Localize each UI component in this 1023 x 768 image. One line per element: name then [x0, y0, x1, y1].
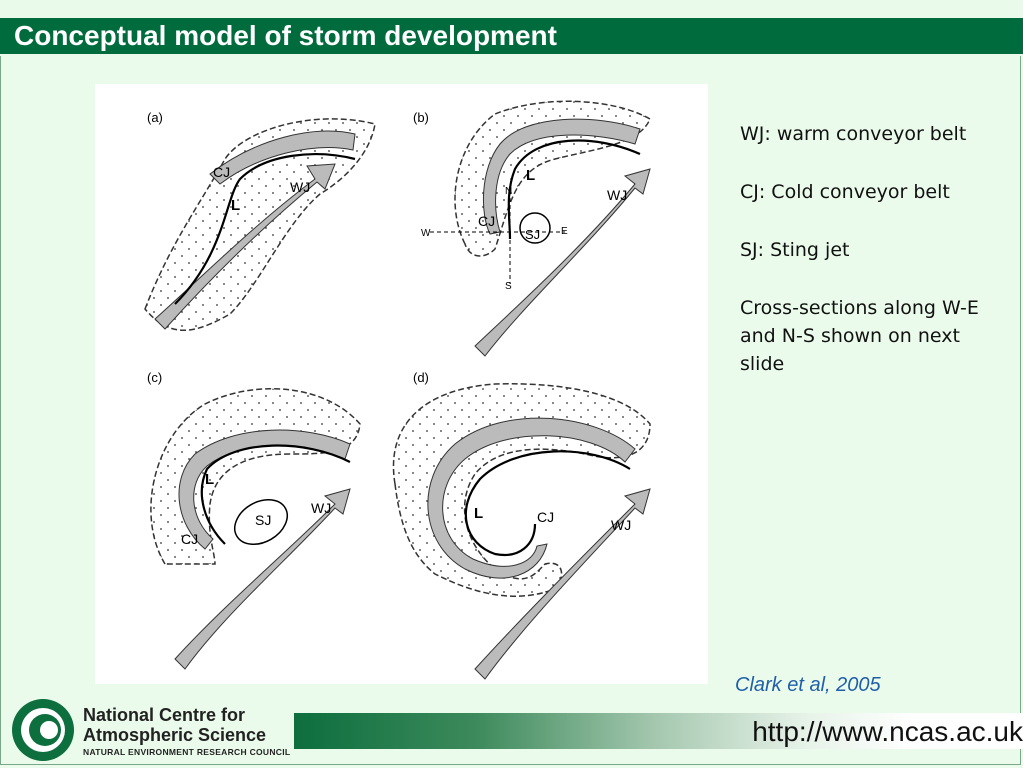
panel-label: (a) — [147, 110, 163, 125]
compass-e: E — [561, 226, 568, 237]
legend-sj: SJ: Sting jet — [740, 239, 850, 261]
front-line — [174, 153, 356, 305]
org-name-line1: National Centre for — [83, 705, 246, 725]
cj-label: CJ — [181, 531, 198, 547]
cj-label: CJ — [478, 213, 495, 229]
front-line — [507, 139, 641, 240]
sting-jet-ellipse — [234, 498, 288, 546]
panel-b: (b) CJ WJ SJ L N S W E — [413, 100, 651, 357]
compass-w: W — [421, 228, 431, 239]
panel-a: (a) CJ WJ L — [144, 110, 376, 331]
legend-note: Cross-sections along W-E and N-S shown o… — [740, 297, 979, 375]
ncas-emblem-icon — [12, 699, 74, 761]
legend: WJ: warm conveyor belt CJ: Cold conveyor… — [740, 120, 1000, 408]
cj-label: CJ — [213, 164, 230, 180]
org-name-line2: Atmospheric Science — [83, 725, 267, 745]
front-line — [464, 450, 631, 557]
citation: Clark et al, 2005 — [735, 674, 881, 696]
footer-url[interactable]: http://www.ncas.ac.uk — [752, 716, 1023, 747]
sting-jet-circle — [519, 212, 551, 244]
legend-cj: CJ: Cold conveyor belt — [740, 181, 950, 203]
cold-jet-arrow — [209, 130, 356, 185]
ncas-logo: National Centre for Atmospheric Science … — [10, 697, 290, 763]
wj-label: WJ — [607, 187, 627, 203]
cold-jet-arrow — [427, 417, 636, 579]
warm-jet-arrow — [174, 488, 351, 670]
footer-gradient-bar — [294, 713, 1023, 749]
cj-label: CJ — [537, 509, 554, 525]
org-name-line3: NATURAL ENVIRONMENT RESEARCH COUNCIL — [83, 747, 291, 757]
storm-model-figure: (a) CJ WJ L (b) CJ WJ SJ L N S W E — [95, 84, 708, 684]
title-band — [0, 18, 1023, 54]
slide-title: Conceptual model of storm development — [14, 20, 557, 51]
sj-label: SJ — [525, 227, 540, 242]
wj-label: WJ — [311, 500, 331, 516]
title-bar: Conceptual model of storm development — [0, 0, 1023, 56]
low-label: L — [526, 167, 535, 184]
low-label: L — [231, 197, 240, 214]
panel-label: (c) — [147, 370, 162, 385]
slide-frame — [0, 56, 1021, 765]
warm-jet-arrow — [154, 163, 336, 330]
legend-wj: WJ: warm conveyor belt — [740, 123, 967, 145]
panel-label: (b) — [413, 110, 429, 125]
storm-model-diagram: (a) CJ WJ L (b) CJ WJ SJ L N S W E — [144, 100, 651, 680]
wj-label: WJ — [611, 517, 631, 533]
panel-label: (d) — [413, 370, 429, 385]
panel-c: (c) CJ WJ SJ L — [147, 370, 361, 670]
compass-s: S — [505, 281, 512, 292]
low-label: L — [474, 505, 483, 522]
panel-d: (d) CJ WJ L — [392, 370, 651, 680]
sj-label: SJ — [255, 512, 271, 528]
warm-jet-arrow — [474, 488, 651, 680]
front-line — [200, 444, 351, 545]
compass-n: N — [505, 186, 512, 197]
wj-label: WJ — [290, 179, 310, 195]
warm-jet-arrow — [474, 168, 651, 357]
low-label: L — [205, 471, 214, 488]
cold-jet-arrow — [482, 118, 641, 235]
